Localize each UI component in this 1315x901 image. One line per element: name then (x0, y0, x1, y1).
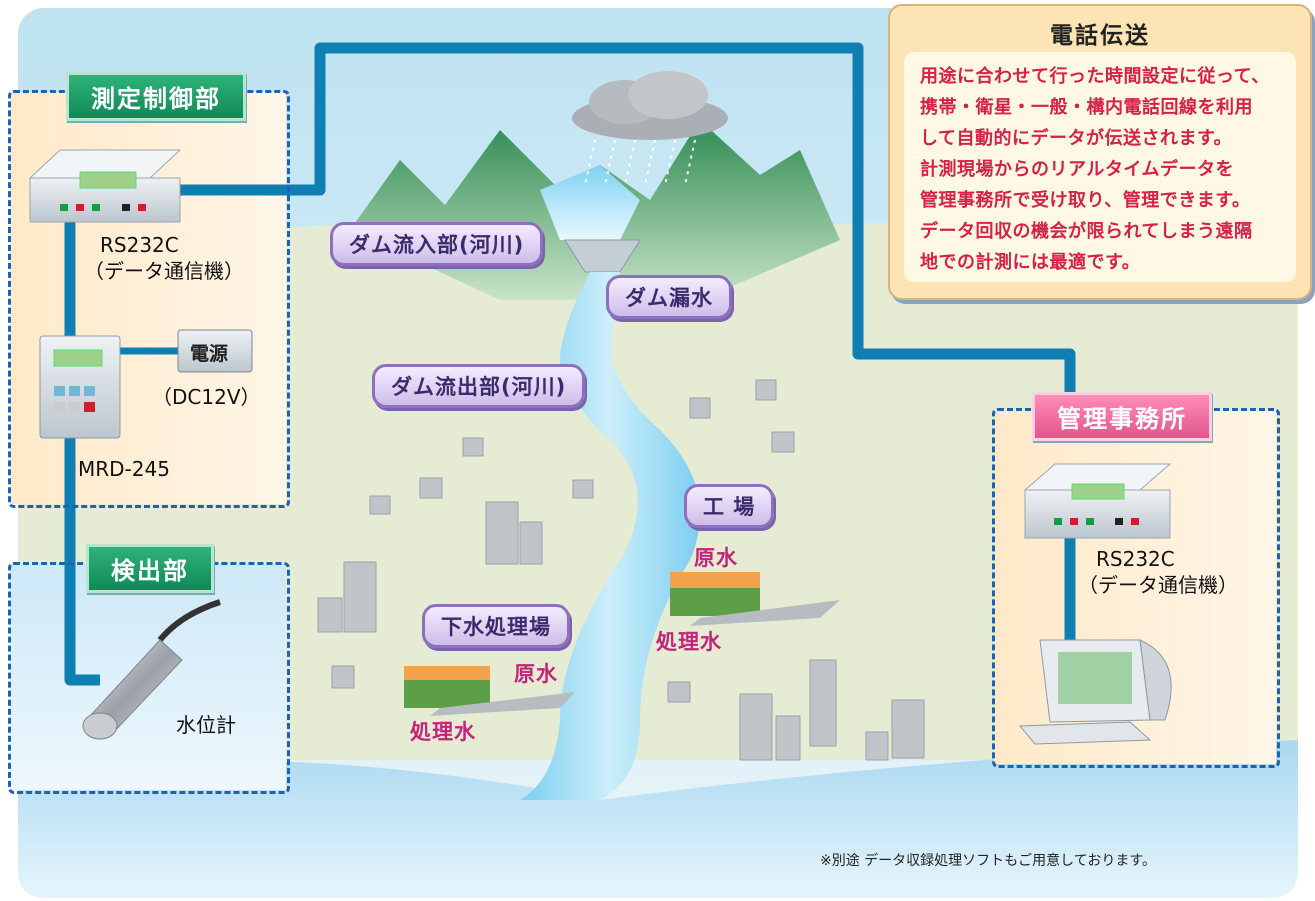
detector-section (8, 562, 290, 794)
sensor-label: 水位計 (176, 713, 236, 737)
dam-inflow-label: ダム流入部(河川) (330, 222, 544, 266)
dam-leak-label: ダム漏水 (606, 275, 732, 319)
office-title: 管理事務所 (1032, 392, 1212, 441)
dam-lake (540, 165, 640, 240)
telephone-line: して自動的にデータが伝送されます。 (920, 128, 1233, 149)
telephone-line: 計測現場からのリアルタイムデータを (920, 159, 1234, 180)
factory-treated-water-label: 処理水 (656, 630, 722, 654)
power-supply-device (177, 329, 253, 373)
control-modem-name: RS232C (100, 233, 179, 257)
sewage-treated-water-label: 処理水 (410, 720, 476, 744)
river (520, 272, 700, 800)
logger-device (39, 335, 121, 439)
factory-plant (670, 572, 840, 626)
telephone-line: 地での計測には最適です。 (920, 252, 1141, 273)
office-modem-device (1023, 463, 1172, 539)
software-footnote: ※別途 データ収録処理ソフトもご用意しております。 (820, 853, 1156, 869)
rain-cloud-icon (572, 71, 728, 186)
dam-outflow-label: ダム流出部(河川) (372, 364, 586, 408)
telephone-transmission-box: 電話伝送 用途に合わせて行った時間設定に従って、 携帯・衛星・一般・構内電話回線… (888, 4, 1312, 300)
power-supply-spec: （DC12V） (152, 385, 261, 409)
computer-icon (1018, 639, 1172, 745)
telephone-line: 用途に合わせて行った時間設定に従って、 (920, 66, 1270, 87)
town-buildings (317, 379, 925, 761)
telephone-transmission-body: 用途に合わせて行った時間設定に従って、 携帯・衛星・一般・構内電話回線を利用 し… (904, 52, 1296, 282)
factory-raw-water-label: 原水 (694, 546, 738, 570)
water-level-sensor-icon (82, 599, 221, 740)
sea-area (18, 740, 1298, 898)
telephone-transmission-title: 電話伝送 (1050, 23, 1150, 49)
sewage-raw-water-label: 原水 (514, 662, 558, 686)
factory-label: 工 場 (684, 484, 775, 528)
control-unit-section (8, 90, 290, 508)
telephone-line: 携帯・衛星・一般・構内電話回線を利用 (920, 97, 1253, 118)
telephone-line: 管理事務所で受け取り、管理できます。 (920, 190, 1251, 211)
sewage-plant-label: 下水処理場 (422, 604, 570, 648)
office-modem-description: （データ通信機） (1078, 573, 1238, 597)
control-unit-title: 測定制御部 (66, 72, 246, 121)
detector-title: 検出部 (86, 544, 214, 593)
telephone-line: データ回収の機会が限られてしまう遠隔 (920, 221, 1253, 242)
control-modem-description: （データ通信機） (84, 259, 244, 283)
office-modem-name: RS232C (1096, 547, 1175, 571)
sewage-plant (404, 666, 575, 716)
power-supply-label: 電源 (190, 343, 229, 365)
control-modem-device (28, 149, 182, 223)
logger-name: MRD-245 (78, 457, 170, 481)
